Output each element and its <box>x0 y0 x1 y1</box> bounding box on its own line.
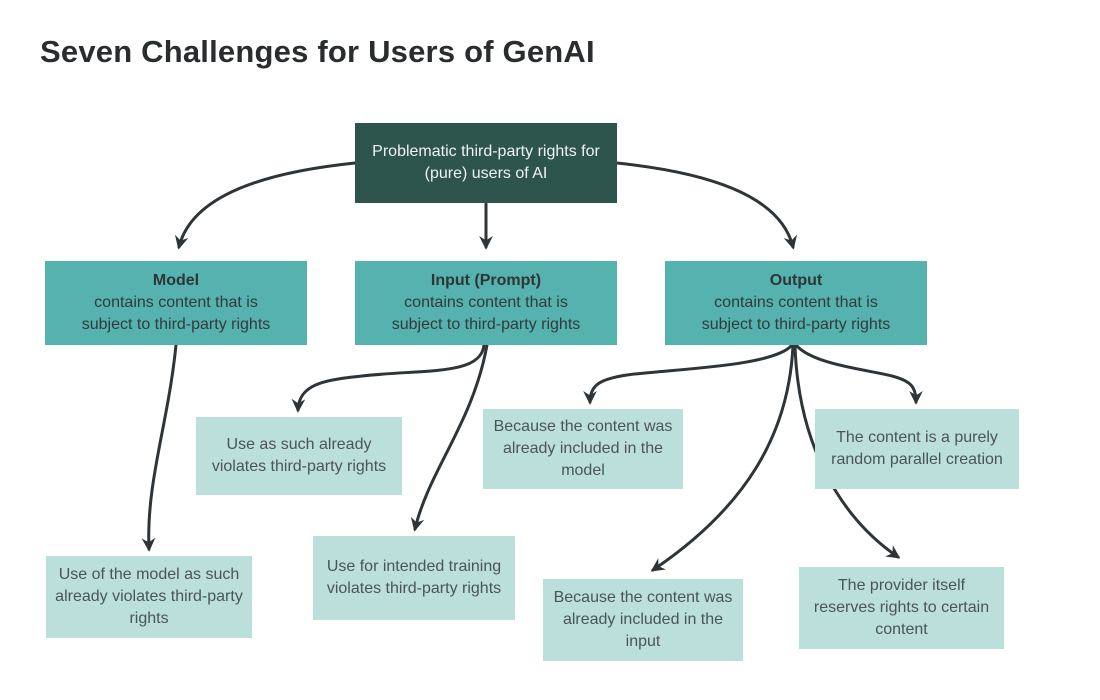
node-random-parallel-creation: The content is a purely random parallel … <box>815 409 1019 489</box>
leaf-label: Use as such already violates third-party… <box>211 435 387 475</box>
node-output: Output contains content that is subject … <box>665 261 927 345</box>
leaf-label: The content is a purely random parallel … <box>831 428 1003 468</box>
node-content-included-in-input: Because the content was already included… <box>543 579 743 661</box>
page-title: Seven Challenges for Users of GenAI <box>40 34 595 69</box>
arrow-root-to-output <box>615 161 798 250</box>
node-root: Problematic third-party rights for (pure… <box>355 123 617 203</box>
node-output-title: Output <box>769 271 823 289</box>
leaf-label: Because the content was already included… <box>553 588 733 651</box>
leaf-label: Use for intended training violates third… <box>326 557 502 597</box>
node-content-included-in-model: Because the content was already included… <box>483 409 683 489</box>
arrow-model-to-use-of-model <box>141 343 178 552</box>
node-input-prompt-body: contains content that is subject to thir… <box>391 293 581 334</box>
arrow-output-to-included-in-input <box>650 343 795 572</box>
node-use-as-such-violates: Use as such already violates third-party… <box>196 417 402 495</box>
node-model-body: contains content that is subject to thir… <box>81 293 271 334</box>
arrow-root-to-model <box>174 161 357 250</box>
leaf-label: The provider itself reserves rights to c… <box>813 576 990 639</box>
leaf-label: Because the content was already included… <box>493 417 673 480</box>
arrow-input-to-intended-training <box>410 343 489 532</box>
node-use-of-model-violates: Use of the model as such already violate… <box>46 556 252 638</box>
leaf-label: Use of the model as such already violate… <box>55 565 243 628</box>
node-model: Model contains content that is subject t… <box>45 261 307 345</box>
arrow-output-to-random-parallel <box>794 343 923 405</box>
arrow-input-to-use-as-such <box>291 343 486 413</box>
node-input-prompt-title: Input (Prompt) <box>430 271 542 289</box>
node-intended-training-violates: Use for intended training violates third… <box>313 536 515 620</box>
arrow-output-to-included-in-model <box>583 343 794 405</box>
node-provider-reserves-rights: The provider itself reserves rights to c… <box>799 567 1004 649</box>
node-input-prompt: Input (Prompt) contains content that is … <box>355 261 617 345</box>
node-root-label: Problematic third-party rights for (pure… <box>372 142 600 182</box>
node-output-body: contains content that is subject to thir… <box>701 293 891 334</box>
node-model-title: Model <box>152 271 200 289</box>
